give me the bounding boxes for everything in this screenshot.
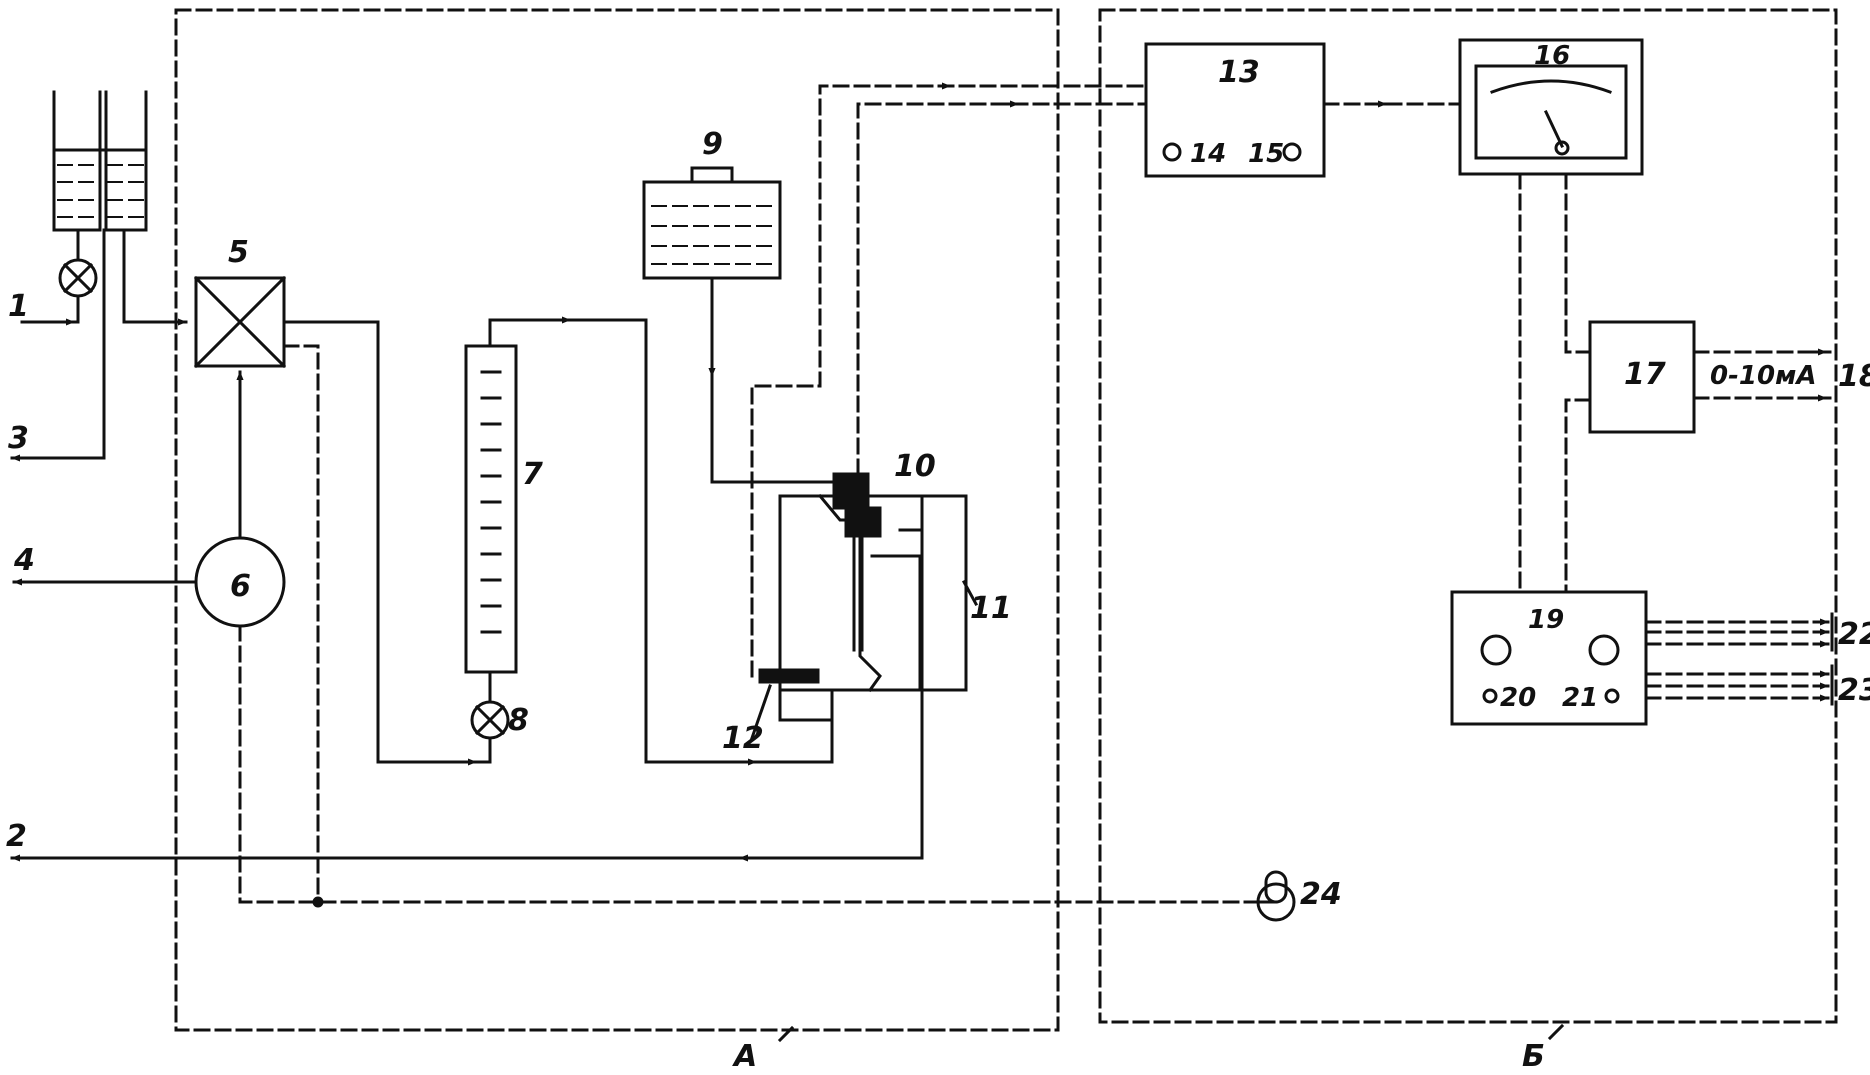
label-7: 7 (522, 457, 543, 492)
label-18: 18 (1838, 359, 1870, 394)
label-6: 6 (230, 569, 251, 604)
flowmeter-icon (464, 344, 518, 674)
label-19: 19 (1528, 605, 1564, 635)
label-4: 4 (13, 543, 35, 578)
label-9: 9 (702, 127, 723, 162)
label-3: 3 (8, 421, 29, 456)
label-13: 13 (1218, 55, 1260, 90)
outlet-line-3 (10, 228, 106, 462)
label-22: 22 (1838, 617, 1870, 652)
label-23: 23 (1838, 673, 1870, 708)
label-2: 2 (6, 819, 27, 854)
electrode-12 (758, 668, 820, 684)
label-10: 10 (894, 449, 936, 484)
alarm-block-19 (1450, 590, 1648, 726)
tank-icon (642, 166, 782, 280)
label-15: 15 (1248, 139, 1284, 169)
label-24: 24 (1300, 877, 1342, 912)
reservoir-pair-icon (52, 90, 148, 232)
label-12: 12 (722, 721, 764, 756)
valve-icon (58, 258, 98, 298)
label-16: 16 (1534, 41, 1570, 71)
mixer-block-5 (193, 275, 287, 369)
output-block-17 (1588, 320, 1696, 434)
converter-block-13 (1144, 42, 1326, 178)
label-block-b: Б (1522, 1039, 1545, 1074)
label-21: 21 (1562, 683, 1598, 713)
block-a-boundary (174, 8, 1060, 1032)
label-block-a: А (732, 1039, 757, 1074)
label-1: 1 (8, 289, 29, 324)
label-8: 8 (508, 703, 529, 738)
inlet-line-1 (20, 294, 80, 324)
label-14: 14 (1190, 139, 1226, 169)
label-current-range: 0-10мA (1710, 361, 1816, 391)
sensor-assembly (778, 493, 968, 722)
label-17: 17 (1624, 357, 1666, 392)
gauge-icon (1458, 38, 1644, 176)
label-11: 11 (970, 591, 1012, 626)
toggle-switch-icon (1254, 870, 1296, 922)
block-b-boundary (1098, 8, 1838, 1024)
electrode-10 (832, 472, 882, 652)
label-20: 20 (1500, 683, 1536, 713)
knob-icon (1480, 634, 1512, 666)
label-5: 5 (228, 235, 249, 270)
valve-8-icon (470, 700, 510, 740)
